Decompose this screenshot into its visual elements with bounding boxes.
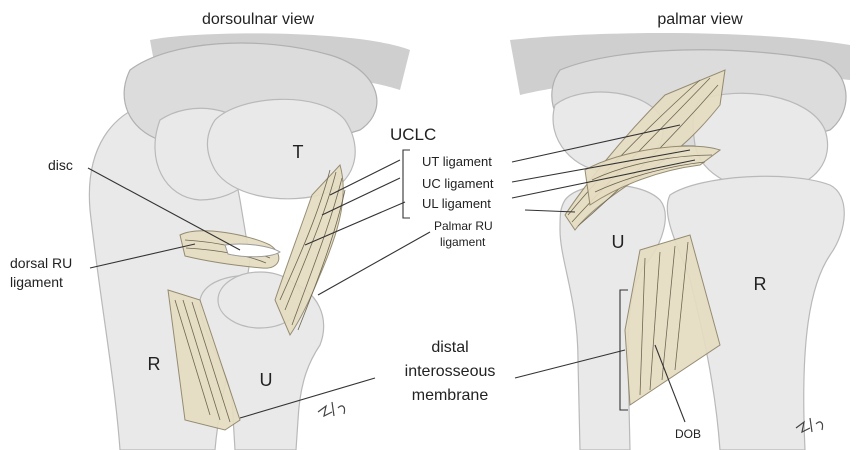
- ul-ligament-label: UL ligament: [422, 196, 491, 211]
- ut-ligament-label: UT ligament: [422, 154, 492, 169]
- bone-r-right-label: R: [754, 274, 767, 294]
- dio-label-line1: distal: [431, 339, 468, 356]
- uclc-bracket: [403, 150, 410, 218]
- uc-ligament-label: UC ligament: [422, 176, 494, 191]
- palmar-ru-label-line1: Palmar RU: [434, 219, 493, 233]
- palmar-ru-label-line2: ligament: [440, 235, 486, 249]
- right-panel: [510, 33, 850, 450]
- bone-u-right-label: U: [612, 232, 625, 252]
- dorsal-ru-label-line2: ligament: [10, 274, 63, 290]
- leader-palmar-ru: [318, 232, 430, 295]
- dio-label-line3: membrane: [412, 387, 489, 404]
- disc-label: disc: [48, 157, 73, 173]
- right-panel-title: palmar view: [657, 11, 743, 28]
- uclc-label: UCLC: [390, 125, 436, 144]
- bone-u-left-label: U: [260, 370, 273, 390]
- signature-mark-left: [318, 402, 345, 416]
- left-panel-title: dorsoulnar view: [202, 11, 315, 28]
- dio-label-line2: interosseous: [405, 363, 496, 380]
- dorsal-ru-label-line1: dorsal RU: [10, 255, 72, 271]
- bone-r-left-label: R: [148, 354, 161, 374]
- bone-t-label: T: [293, 142, 304, 162]
- dob-label: DOB: [675, 427, 701, 441]
